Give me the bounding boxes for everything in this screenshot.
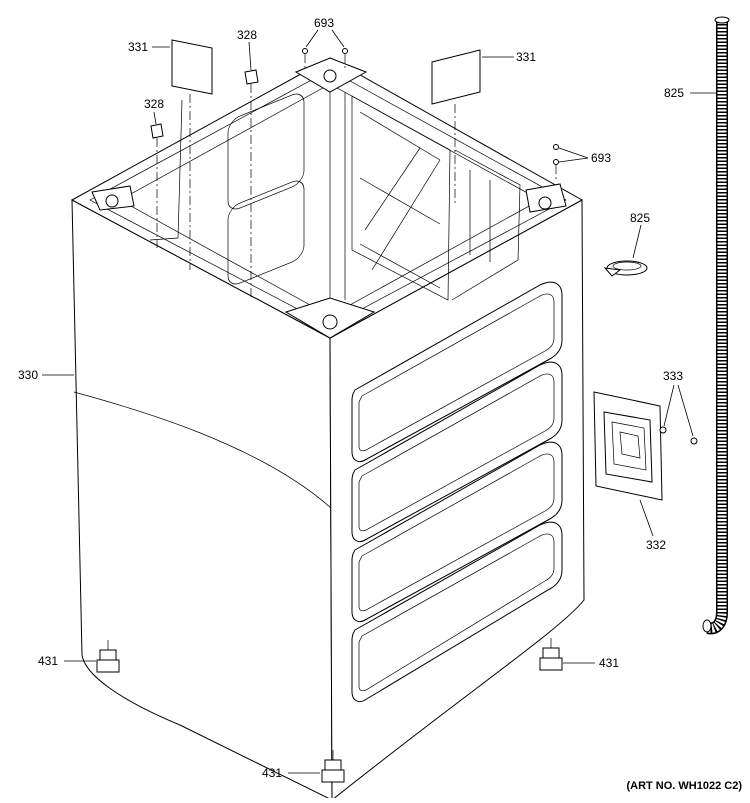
cabinet-330 — [70, 57, 585, 802]
callout-693-top: 693 — [314, 16, 334, 30]
leveling-foot-431-right — [539, 638, 563, 671]
callout-328-top: 328 — [237, 28, 257, 42]
pad-331-right — [431, 49, 481, 105]
callout-328-left: 328 — [144, 97, 164, 111]
leader-lines — [42, 29, 716, 774]
callout-431-left: 431 — [38, 654, 58, 668]
callout-431-right: 431 — [599, 656, 619, 670]
callout-331-left: 331 — [128, 40, 148, 54]
pad-331-left — [171, 39, 213, 95]
callout-332: 332 — [646, 538, 666, 552]
screws-693-top — [302, 48, 348, 68]
callout-693-right: 693 — [591, 151, 611, 165]
screws-333 — [659, 426, 698, 445]
art-number: (ART NO. WH1022 C2) — [626, 780, 742, 792]
callout-825-clamp: 825 — [630, 211, 650, 225]
hose-clamp-825 — [603, 260, 648, 277]
side-panel-ribs — [351, 281, 563, 703]
clip-328-top — [244, 69, 259, 85]
drain-hose-825 — [702, 16, 730, 635]
leveling-foot-431-bottom — [321, 750, 345, 783]
bracket-332 — [593, 391, 663, 501]
clip-328-left — [150, 123, 164, 139]
callout-431-bottom: 431 — [262, 766, 282, 780]
callout-331-right: 331 — [516, 50, 536, 64]
callout-825-hose: 825 — [664, 86, 684, 100]
callout-333: 333 — [663, 369, 683, 383]
leveling-foot-431-left — [96, 640, 120, 673]
screws-693-right — [553, 144, 559, 182]
callout-330: 330 — [18, 368, 38, 382]
